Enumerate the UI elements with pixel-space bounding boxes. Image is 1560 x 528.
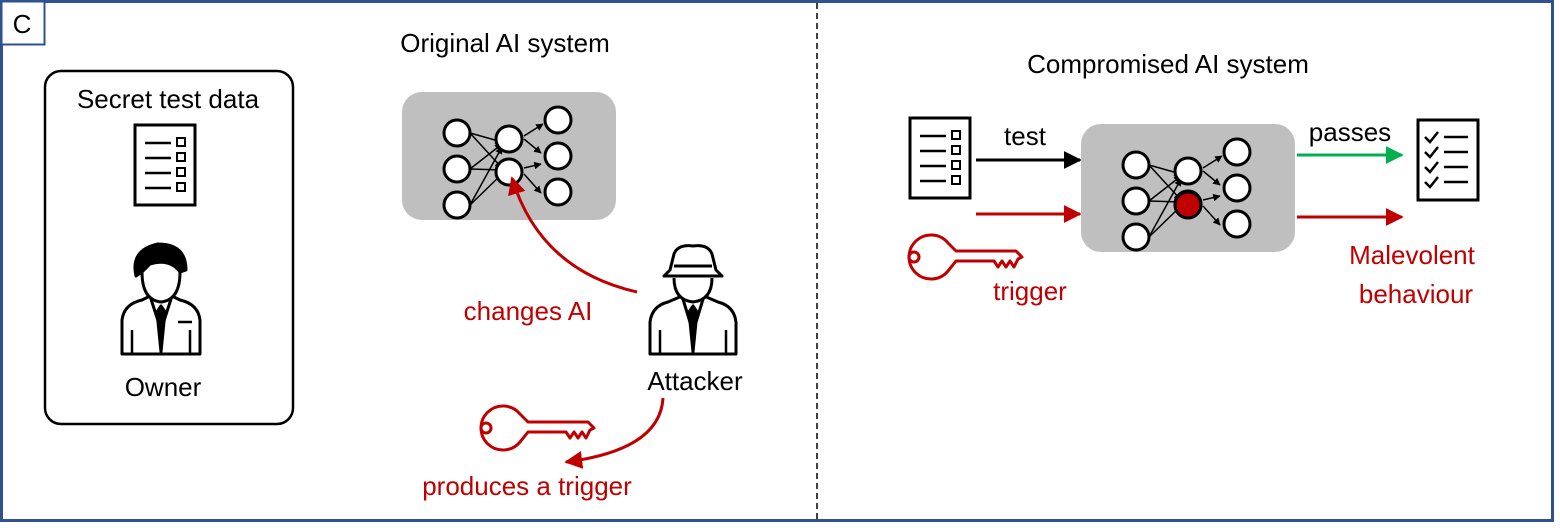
- document-list-icon: [908, 116, 972, 200]
- passes-label: passes: [1309, 117, 1391, 147]
- original-ai-title: Original AI system: [400, 28, 610, 58]
- compromised-ai-title: Compromised AI system: [1027, 49, 1309, 79]
- test-label: test: [1004, 121, 1047, 151]
- changes-ai-arrow: [508, 176, 638, 294]
- secret-test-data-label: Secret test data: [77, 84, 260, 114]
- changes-ai-label: changes AI: [464, 296, 593, 326]
- produces-trigger-arrow: [564, 397, 665, 469]
- malevolent-label-line1: Malevolent: [1349, 240, 1476, 270]
- owner-label: Owner: [125, 372, 202, 402]
- panel-label-box: [0, 0, 46, 46]
- panel-label: C: [13, 9, 32, 39]
- attacker-spy-icon: [648, 244, 738, 356]
- owner-person-icon: [120, 242, 202, 356]
- compromised-network-box: [1081, 124, 1295, 252]
- document-list-icon: [133, 123, 197, 207]
- trigger-label: trigger: [993, 276, 1067, 306]
- produces-trigger-label: produces a trigger: [422, 471, 632, 501]
- malevolent-label-line2: behaviour: [1359, 279, 1474, 309]
- attacker-label: Attacker: [647, 366, 743, 396]
- malicious-neuron: [1173, 190, 1203, 220]
- original-network-box: [402, 92, 616, 220]
- checklist-icon: [1416, 118, 1480, 202]
